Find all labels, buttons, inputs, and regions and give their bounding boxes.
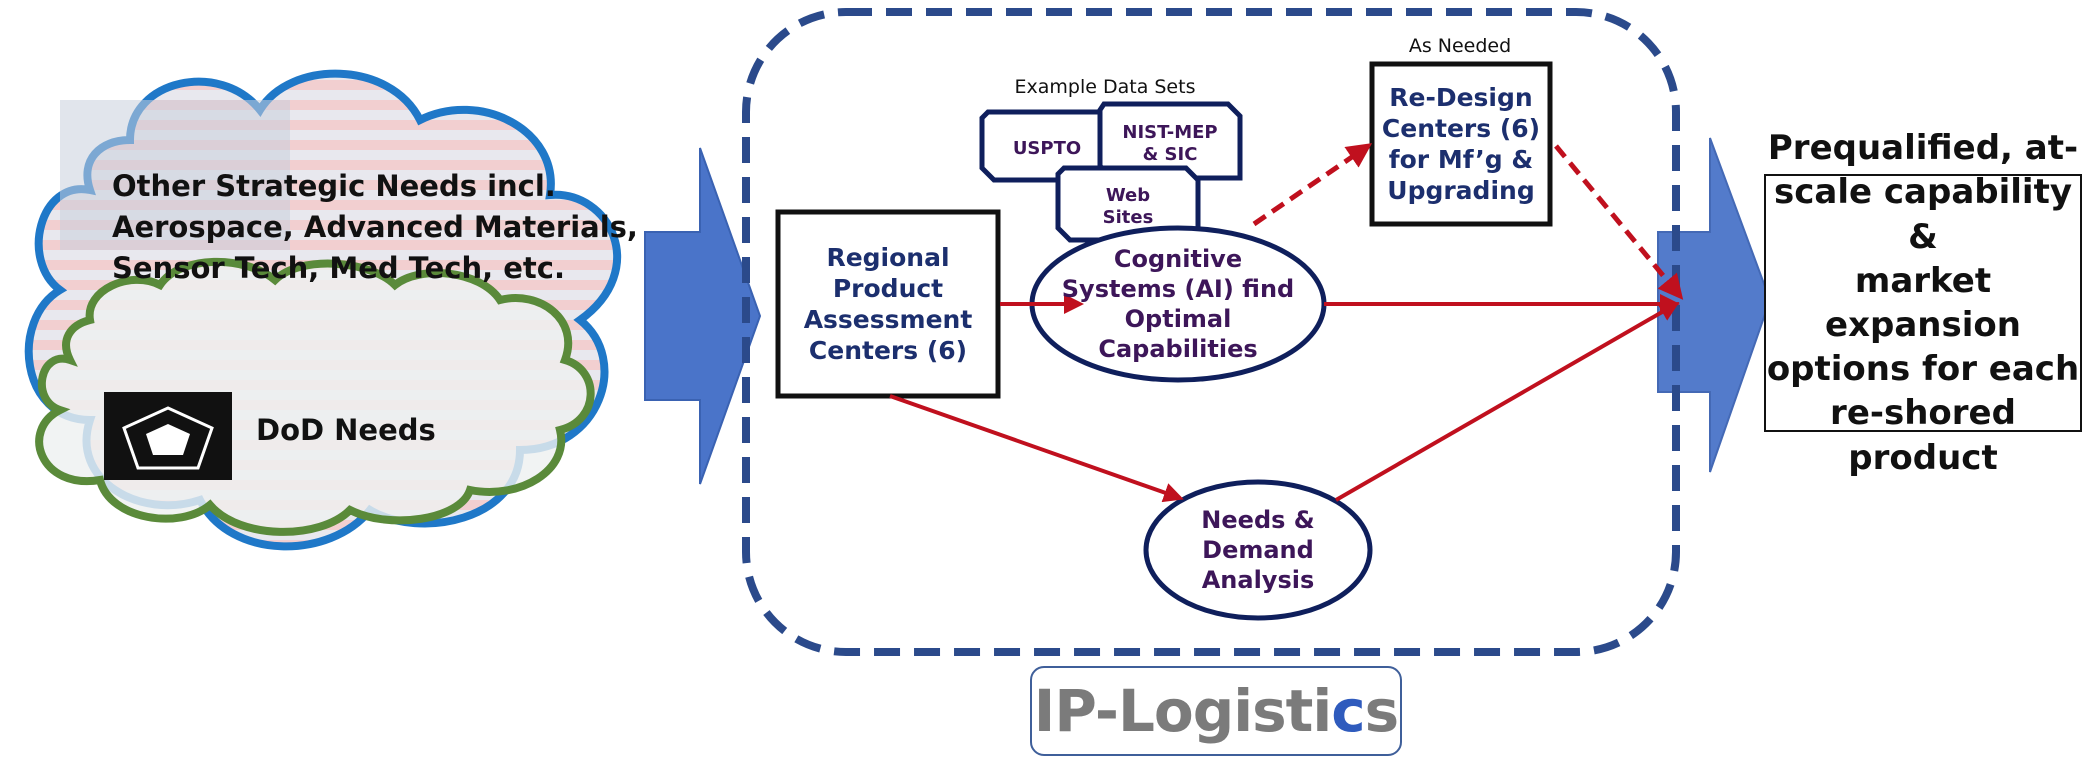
cognitive-systems-label: Cognitive Systems (AI) find Optimal Capa… xyxy=(1061,245,1295,363)
pentagon-icon xyxy=(104,392,232,480)
dataset-nist-label: NIST-MEP & SIC xyxy=(1122,121,1218,166)
redesign-centers-label: Re-Design Centers (6) for Mf’g & Upgradi… xyxy=(1381,82,1541,206)
arrow-cognitive-to-redesign xyxy=(1252,143,1373,227)
arrow-needs-to-output xyxy=(1335,302,1680,502)
as-needed-label: As Needed xyxy=(1408,35,1512,58)
arrow-redesign-to-output xyxy=(1554,144,1684,300)
arrow-regional-to-needs xyxy=(889,394,1184,503)
big-arrow-left xyxy=(644,147,762,485)
regional-centers-label: Regional Product Assessment Centers (6) xyxy=(803,242,973,366)
data-set-shapes xyxy=(979,101,1243,243)
dod-needs-label: DoD Needs xyxy=(256,413,436,447)
flag-canton xyxy=(60,100,290,250)
redesign-centers-box xyxy=(1369,61,1553,227)
needs-demand-ellipse xyxy=(1143,479,1373,621)
dataset-uspto-label: USPTO xyxy=(1012,137,1082,159)
strategic-needs-text: Other Strategic Needs incl. Aerospace, A… xyxy=(112,169,638,286)
process-frame xyxy=(742,8,1680,656)
example-data-sets-label: Example Data Sets xyxy=(1014,76,1196,99)
big-arrow-right xyxy=(1657,137,1772,473)
brand-suffix: s xyxy=(1364,677,1400,745)
regional-centers-box xyxy=(775,209,1001,399)
flow-arrows xyxy=(889,143,1684,503)
brand-accent: c xyxy=(1331,677,1365,745)
needs-demand-label: Needs & Demand Analysis xyxy=(1201,506,1315,594)
dataset-web-label: Web Sites xyxy=(1102,184,1154,229)
result-box: Prequalified, at- scale capability & mar… xyxy=(1764,128,2082,478)
brand-prefix: IP-Logisti xyxy=(1033,677,1332,745)
